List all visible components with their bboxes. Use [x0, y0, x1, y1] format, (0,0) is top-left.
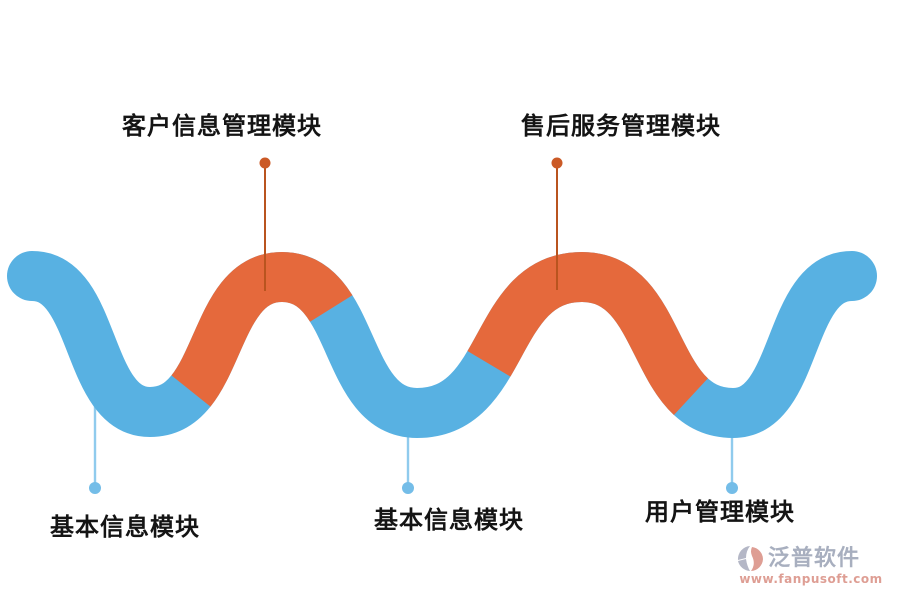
node-dot-after-sales — [551, 157, 563, 169]
wave-ribbon-blue — [7, 251, 877, 439]
node-dot-basic-info-middle — [402, 482, 414, 494]
label-basic-info-module-left: 基本信息模块 — [50, 513, 200, 541]
brand-watermark: 泛普软件 www.fanpusoft.com — [736, 544, 886, 596]
node-dot-basic-info-left — [89, 482, 101, 494]
label-basic-info-module-middle: 基本信息模块 — [374, 506, 524, 534]
brand-url: www.fanpusoft.com — [739, 572, 883, 586]
node-dot-customer-info — [259, 157, 271, 169]
label-after-sales-module: 售后服务管理模块 — [521, 112, 721, 140]
label-customer-info-module: 客户信息管理模块 — [122, 112, 322, 140]
label-user-management-module: 用户管理模块 — [645, 498, 795, 526]
node-dot-user-management — [726, 482, 738, 494]
fanpu-logo-icon — [737, 546, 763, 571]
brand-name: 泛普软件 — [768, 545, 861, 571]
